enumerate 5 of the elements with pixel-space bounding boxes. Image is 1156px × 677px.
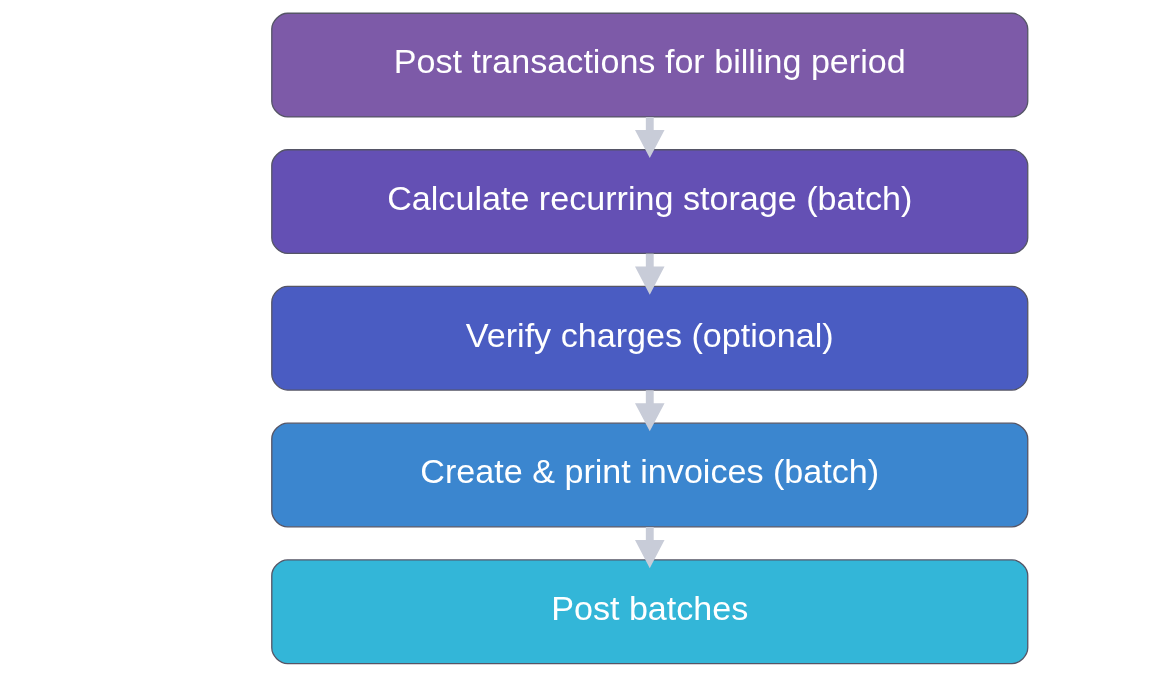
node-box: Create & print invoices (batch) [270,422,1028,528]
node-box: Calculate recurring storage (batch) [270,149,1028,255]
node-box: Post transactions for billing period [270,12,1028,118]
node-box: Post batches [270,559,1028,665]
node-box: Verify charges (optional) [270,285,1028,391]
